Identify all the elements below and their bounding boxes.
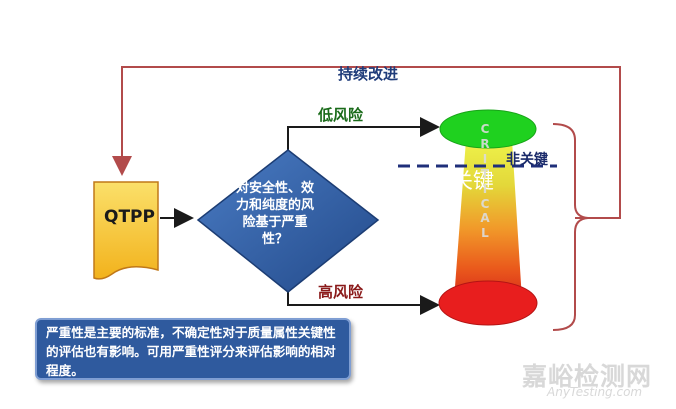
critical-letter: C — [480, 196, 490, 211]
critical-letter: I — [482, 181, 488, 196]
criticality-cone — [454, 140, 522, 300]
qtpp-document-shape — [93, 181, 159, 280]
critical-letter: C — [480, 122, 490, 136]
arrow-to-high-risk — [287, 288, 440, 315]
critical-letter: T — [480, 166, 490, 181]
decision-question-text: 对安全性、效力和纯度的风险基于严重性？ — [235, 181, 314, 247]
non-critical-label: 非关键 — [506, 152, 548, 168]
high-risk-ellipse — [438, 280, 538, 326]
low-risk-label: 低风险 — [318, 106, 364, 124]
critical-label: 关键 — [452, 169, 494, 193]
low-risk-ellipse — [439, 109, 537, 149]
feedback-loop-line — [112, 66, 621, 219]
continuous-improvement-label: 持续改进 — [338, 65, 399, 83]
watermark-title: 嘉峪检测网 — [522, 362, 653, 391]
arrow-to-low-risk — [287, 117, 440, 150]
decision-diamond — [196, 149, 380, 293]
critical-letter: A — [480, 211, 490, 226]
critical-letter: R — [480, 136, 490, 151]
high-risk-label: 高风险 — [318, 283, 364, 301]
right-brace — [552, 123, 589, 331]
critical-letter: I — [482, 151, 488, 166]
severity-note-box: 严重性是主要的标准，不确定性对于质量属性关键性的评估也有影响。可用严重性评分来评… — [35, 318, 351, 380]
qtpp-label: QTPP — [104, 207, 155, 227]
critical-letter: L — [481, 226, 489, 241]
watermark-url: AnyTesting.com — [547, 385, 643, 399]
